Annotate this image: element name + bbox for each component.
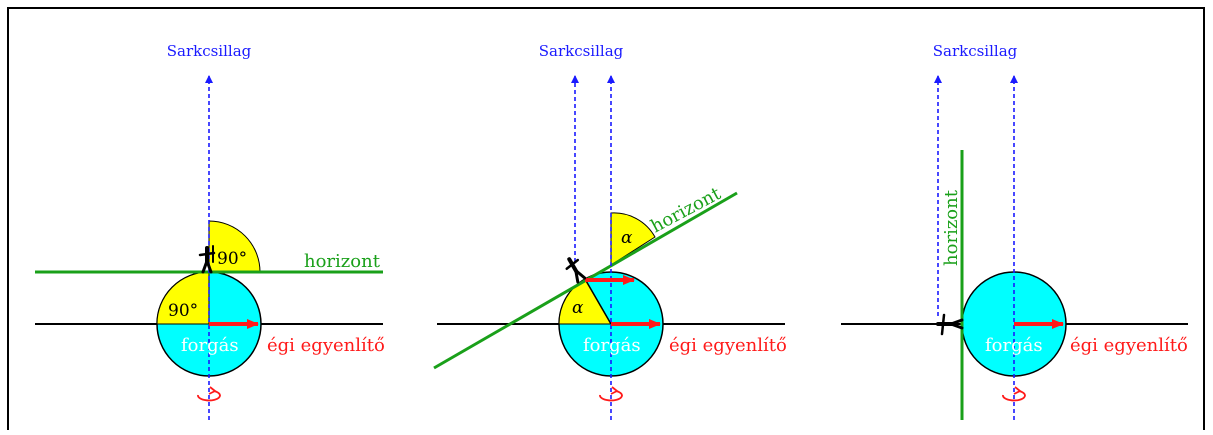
polaris-label: Sarkcsillag	[933, 42, 1018, 60]
horizon-label: horizont	[941, 189, 962, 266]
panel-2: Sarkcsillag horizont α α forgás égi egye…	[433, 42, 787, 420]
horizon-label: horizont	[647, 183, 725, 238]
center-angle-label: α	[572, 298, 584, 318]
polaris-label: Sarkcsillag	[167, 42, 252, 60]
observer-figure	[936, 313, 964, 336]
observer-angle-wedge	[208, 220, 261, 273]
frame-border	[7, 7, 1205, 430]
horizon-label: horizont	[304, 251, 381, 272]
rotation-label: forgás	[985, 335, 1043, 356]
rotation-indicator-icon	[197, 386, 221, 402]
rotation-indicator-icon	[599, 386, 623, 402]
rotation-label: forgás	[181, 335, 239, 356]
observer-figure	[565, 257, 587, 284]
equator-label: égi egyenlítő	[669, 335, 787, 356]
observer-angle-label: α	[621, 228, 633, 248]
equator-label: égi egyenlítő	[1070, 335, 1188, 356]
observer-radius	[584, 278, 612, 325]
panel-3: Sarkcsillag horizont forgás égi egyenlít…	[841, 42, 1188, 420]
rotation-label: forgás	[583, 335, 641, 356]
rotation-indicator-icon	[1002, 386, 1026, 402]
observer-figure	[198, 245, 216, 274]
center-angle-label: 90°	[168, 301, 198, 321]
polaris-label: Sarkcsillag	[539, 42, 624, 60]
panel-1: Sarkcsillag horizont 90° 90° forgás égi …	[35, 42, 385, 420]
observer-angle-wedge	[610, 212, 656, 266]
equator-label: égi egyenlítő	[267, 335, 385, 356]
observer-angle-label: 90°	[217, 249, 247, 269]
